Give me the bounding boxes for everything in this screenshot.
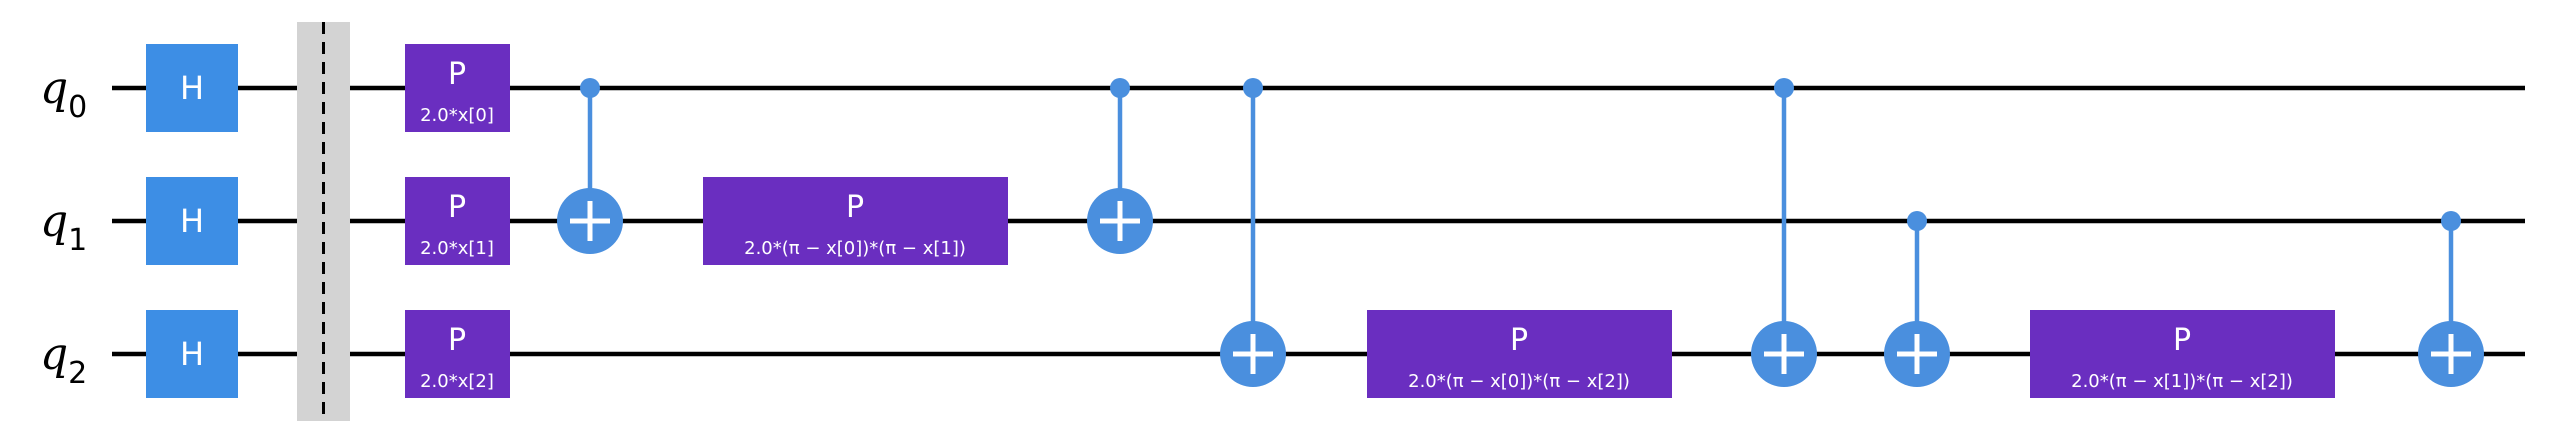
- p-gate-label: P: [2173, 323, 2191, 358]
- control-dot: [1110, 78, 1130, 98]
- p-gate-param: 2.0*(π − x[0])*(π − x[2]): [1408, 371, 1630, 392]
- qubit-labels: q0 q1 q2: [40, 63, 87, 391]
- p-gate-label: P: [448, 323, 466, 358]
- p-gate-param: 2.0*x[0]: [420, 105, 494, 126]
- barrier: [297, 22, 350, 421]
- p-gate-param: 2.0*(π − x[1])*(π − x[2]): [2071, 371, 2293, 392]
- p-gate-param: 2.0*x[2]: [420, 371, 494, 392]
- cnot-q0-q2: [1751, 78, 1817, 387]
- target-plus-icon: [1897, 334, 1937, 374]
- control-dot: [1774, 78, 1794, 98]
- p-gate-box: [405, 310, 510, 398]
- h-gate-label: H: [180, 69, 204, 107]
- p-gate-q2-product-12: P 2.0*(π − x[1])*(π − x[2]): [2030, 310, 2335, 398]
- p-gate-param: 2.0*x[1]: [420, 238, 494, 259]
- target-plus-icon: [1100, 201, 1140, 241]
- p-gate-box: [405, 177, 510, 265]
- h-gate-box: [146, 177, 238, 265]
- p-gate-q1-product-01: P 2.0*(π − x[0])*(π − x[1]): [703, 177, 1008, 265]
- control-dot: [1907, 211, 1927, 231]
- h-gate-q1: H: [146, 177, 238, 265]
- p-gate-box: [405, 44, 510, 132]
- qubit-label-q0: q0: [40, 63, 87, 125]
- target-plus-icon: [1764, 334, 1804, 374]
- p-gate-q2: P 2.0*x[2]: [405, 310, 510, 398]
- control-dot: [580, 78, 600, 98]
- qubit-label-q2: q2: [40, 329, 87, 391]
- target-plus-icon: [570, 201, 610, 241]
- p-gate-box: [703, 177, 1008, 265]
- phase-gates: P 2.0*x[0] P 2.0*x[1] P 2.0*x[2] P 2.0*(…: [405, 44, 2335, 398]
- p-gate-param: 2.0*(π − x[0])*(π − x[1]): [744, 238, 966, 259]
- cnot-q1-q2: [2418, 211, 2484, 387]
- h-gate-label: H: [180, 335, 204, 373]
- control-dot: [2441, 211, 2461, 231]
- cnot-q0-q1: [557, 78, 623, 254]
- target-plus-icon: [2431, 334, 2471, 374]
- cnot-q1-q2: [1884, 211, 1950, 387]
- p-gate-label: P: [1510, 323, 1528, 358]
- p-gate-q0: P 2.0*x[0]: [405, 44, 510, 132]
- p-gate-label: P: [846, 190, 864, 225]
- target-plus-icon: [1233, 334, 1273, 374]
- h-gate-q2: H: [146, 310, 238, 398]
- barrier-band: [297, 22, 350, 421]
- h-gate-box: [146, 44, 238, 132]
- h-gate-label: H: [180, 202, 204, 240]
- cnot-q0-q1: [1087, 78, 1153, 254]
- p-gate-label: P: [448, 57, 466, 92]
- h-gate-q0: H: [146, 44, 238, 132]
- cnot-q0-q2: [1220, 78, 1286, 387]
- hadamard-gates: H H H: [146, 44, 238, 398]
- h-gate-box: [146, 310, 238, 398]
- p-gate-q1: P 2.0*x[1]: [405, 177, 510, 265]
- p-gate-label: P: [448, 190, 466, 225]
- cnot-gates: [557, 78, 2484, 387]
- p-gate-q2-product-02: P 2.0*(π − x[0])*(π − x[2]): [1367, 310, 1672, 398]
- qubit-label-q1: q1: [40, 196, 87, 258]
- p-gate-box: [1367, 310, 1672, 398]
- p-gate-box: [2030, 310, 2335, 398]
- control-dot: [1243, 78, 1263, 98]
